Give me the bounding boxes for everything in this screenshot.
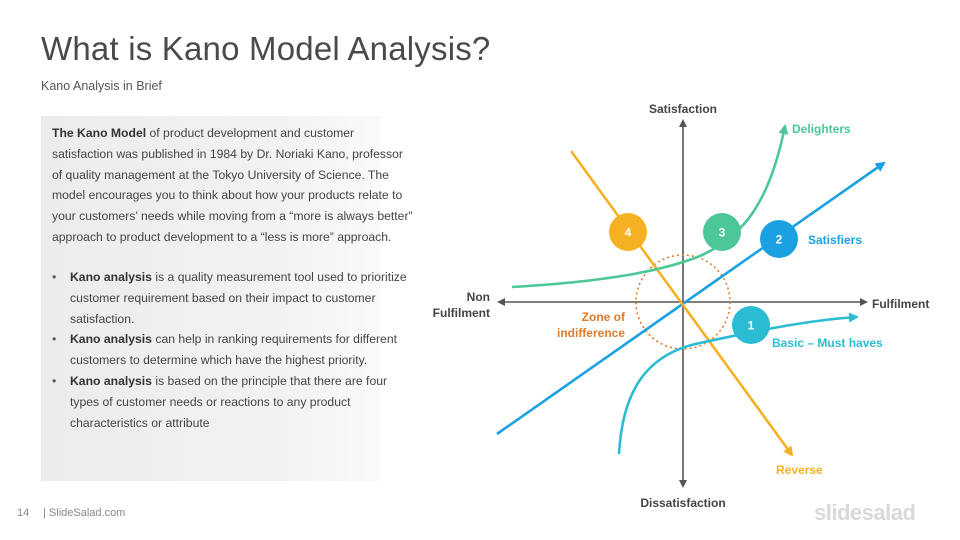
basic-badge-number: 1: [748, 319, 755, 333]
intro-bold: The Kano Model: [52, 126, 147, 140]
slide-subtitle: Kano Analysis in Brief: [41, 79, 162, 93]
delighters-label: Delighters: [792, 122, 851, 136]
page-number: 14: [17, 507, 30, 519]
reverse-label: Reverse: [776, 463, 823, 477]
delighters-badge-number: 3: [719, 226, 726, 240]
axis-label-non-fulfilment-line1: Non: [467, 290, 490, 304]
satisfiers-line: [496, 161, 886, 436]
satisfiers-badge: [760, 220, 798, 258]
delighters-curve: [511, 124, 789, 289]
bullet-item: Kano analysis is based on the principle …: [52, 371, 414, 433]
zone-label-line1: Zone of: [582, 310, 626, 324]
brand-logo: slidesalad: [814, 500, 916, 525]
basic-curve: [617, 312, 859, 455]
reverse-badge: [609, 213, 647, 251]
bullet-bold: Kano analysis: [70, 373, 152, 388]
bullet-bold: Kano analysis: [70, 270, 152, 284]
bullet-list: Kano analysis is a quality measurement t…: [52, 267, 414, 433]
bullet-item: Kano analysis can help in ranking requir…: [52, 329, 414, 371]
satisfiers-label: Satisfiers: [808, 233, 862, 247]
bullet-item: Kano analysis is a quality measurement t…: [52, 267, 414, 329]
axis-label-dissatisfaction: Dissatisfaction: [640, 496, 725, 510]
axis-label-fulfilment: Fulfilment: [872, 297, 929, 311]
intro-paragraph: The Kano Model of product development an…: [52, 123, 414, 248]
zone-label-line2: indifference: [557, 326, 625, 340]
slide-title: What is Kano Model Analysis?: [41, 30, 491, 67]
delighters-badge: [703, 213, 741, 251]
reverse-line: [569, 150, 794, 457]
basic-label: Basic – Must haves: [772, 336, 883, 350]
intro-text: of product development and customer sati…: [52, 126, 413, 244]
basic-badge: [732, 306, 770, 344]
footer-site-link[interactable]: | SlideSalad.com: [43, 507, 126, 519]
axis-label-non-fulfilment-line2: Fulfilment: [433, 306, 490, 320]
reverse-badge-number: 4: [625, 226, 632, 240]
satisfiers-badge-number: 2: [776, 233, 783, 247]
bullet-text: is a quality measurement tool used to pr…: [70, 270, 407, 326]
bullet-text: can help in ranking requirements for dif…: [70, 332, 397, 368]
axis-label-satisfaction: Satisfaction: [649, 102, 717, 116]
bullet-text: is based on the principle that there are…: [70, 373, 388, 430]
zone-of-indifference-circle: [635, 254, 731, 350]
bullet-bold: Kano analysis: [70, 332, 152, 347]
